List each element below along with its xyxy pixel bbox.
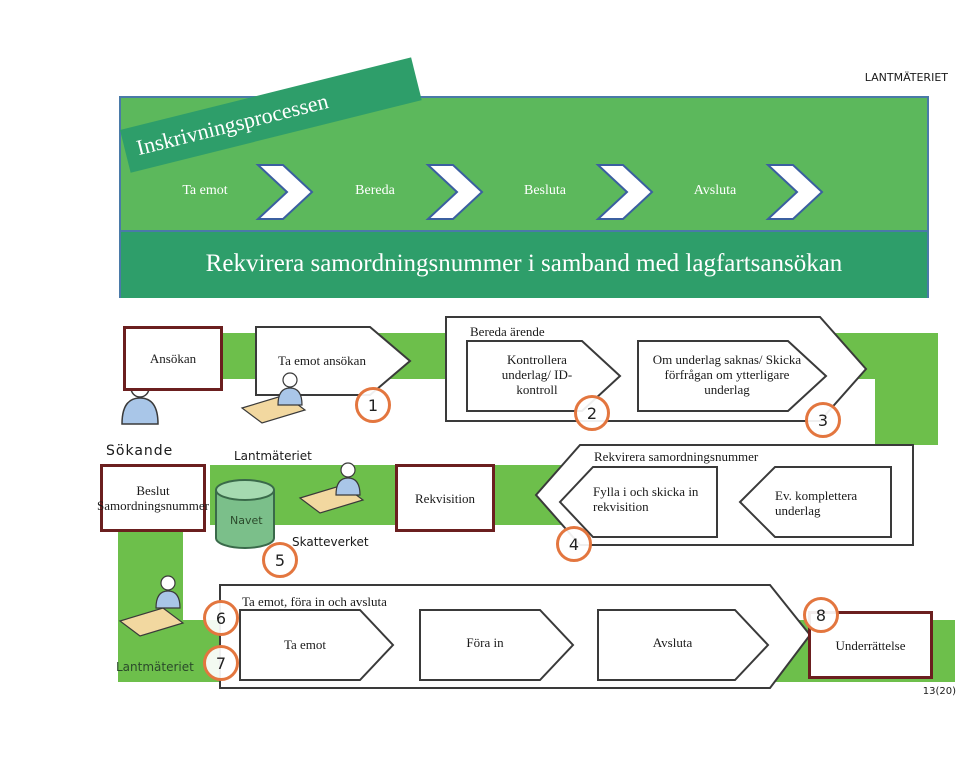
subtitle-band — [121, 230, 927, 298]
ta-emot-ansokan-label: Ta emot ansökan — [278, 353, 366, 368]
marker-1: 1 — [355, 387, 391, 423]
fora-in-arrow — [419, 609, 575, 681]
ansokan-box: Ansökan — [123, 326, 223, 391]
lantmateriet-bottom-label: Lantmäteriet — [116, 660, 194, 674]
kontrollera-arrow — [466, 340, 622, 412]
ta-emot-fora-label: Ta emot, föra in och avsluta — [242, 594, 387, 609]
step-avsluta: Avsluta — [693, 183, 737, 198]
fylla-arrow — [558, 466, 718, 538]
bereda-arende-label: Bereda ärende — [470, 324, 545, 339]
chevron-icon-3 — [595, 164, 654, 220]
banner-subtitle: Rekvirera samordningsnummer i samband me… — [205, 250, 843, 277]
navet-label: Navet — [230, 514, 263, 527]
step-ta-emot: Ta emot — [182, 183, 228, 198]
database-icon — [215, 479, 275, 549]
page-number: 13(20) — [922, 686, 956, 697]
clerk-desk-icon-2 — [298, 462, 365, 514]
chevron-icon-1 — [255, 164, 314, 220]
marker-2: 2 — [574, 395, 610, 431]
marker-6: 6 — [203, 600, 239, 636]
ta-emot-arrow — [239, 609, 395, 681]
chevron-icon-2 — [425, 164, 484, 220]
kontrollera-label: Kontrollera underlag/ ID-kontroll — [501, 352, 573, 397]
chevron-icon-4 — [765, 164, 824, 220]
komplettera-arrow — [738, 466, 892, 538]
fora-in-label: Föra in — [466, 635, 504, 650]
marker-4: 4 — [556, 526, 592, 562]
clerk-desk-icon-3 — [118, 575, 185, 637]
marker-3: 3 — [805, 402, 841, 438]
clerk-desk-icon-1 — [240, 372, 307, 424]
step-bereda: Bereda — [355, 183, 395, 198]
avsluta-arrow — [597, 609, 770, 681]
marker-7: 7 — [203, 645, 239, 681]
step-besluta: Besluta — [524, 183, 566, 198]
lantmateriet-label: Lantmäteriet — [234, 449, 312, 463]
avsluta-label: Avsluta — [652, 635, 693, 650]
marker-5: 5 — [262, 542, 298, 578]
rekvisition-box: Rekvisition — [395, 464, 495, 532]
sokande-label: Sökande — [106, 443, 174, 459]
om-underlag-arrow — [637, 340, 828, 412]
fylla-label: Fylla i och skicka in rekvisition — [593, 484, 699, 514]
beslut-box: Beslut Samordningsnummer — [97, 464, 209, 532]
om-underlag-label: Om underlag saknas/ Skicka förfrågan om … — [652, 352, 802, 397]
ta-emot-label: Ta emot — [283, 637, 327, 652]
skatteverket-label: Skatteverket — [292, 535, 369, 549]
komplettera-label: Ev. komplettera underlag — [775, 488, 858, 518]
rekvirera-label: Rekvirera samordningsnummer — [594, 449, 759, 464]
org-name: LANTMÄTERIET — [864, 71, 948, 84]
marker-8: 8 — [803, 597, 839, 633]
